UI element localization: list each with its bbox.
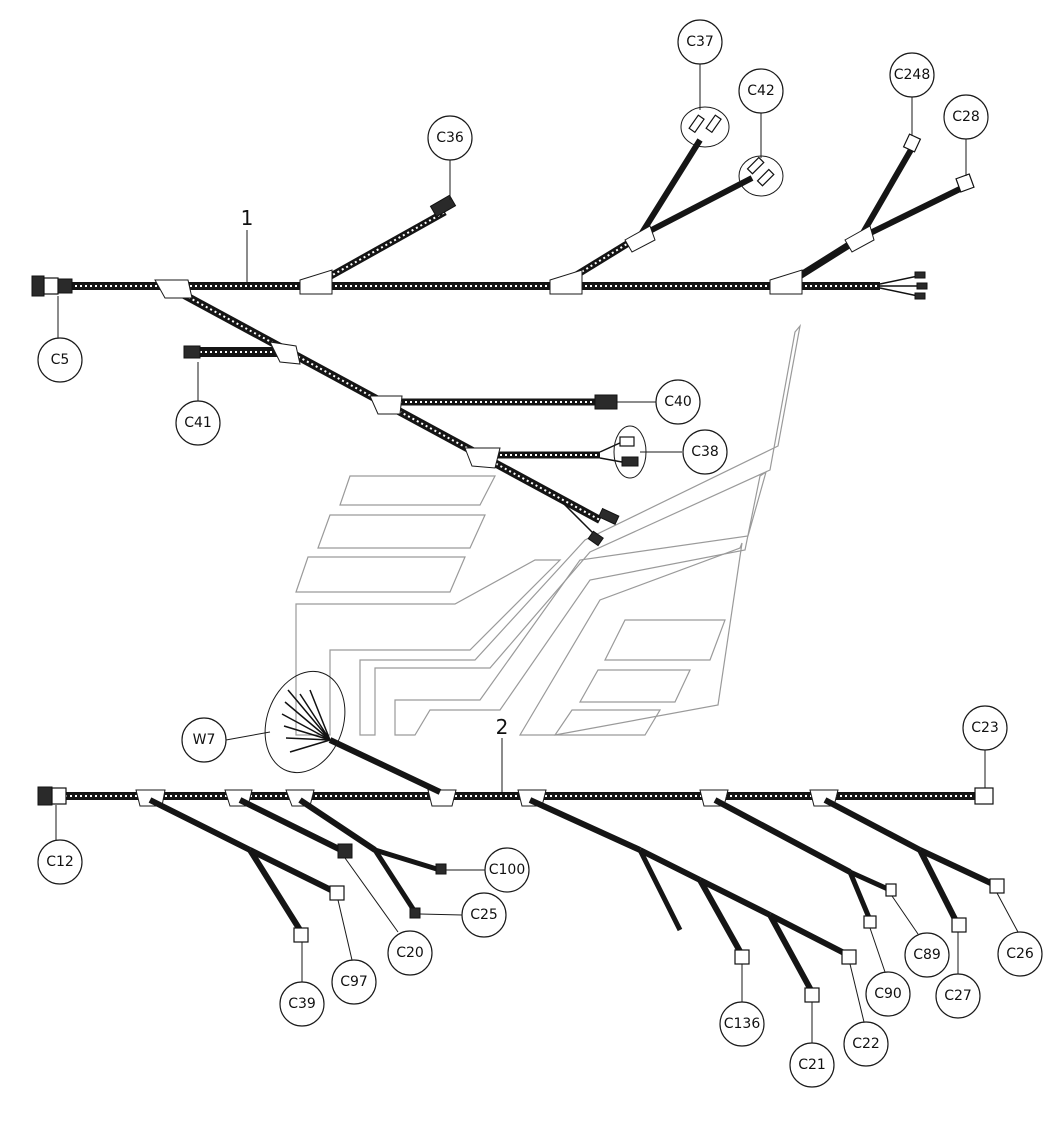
callout-c136[interactable]: C136: [719, 1001, 765, 1047]
callout-c5[interactable]: C5: [37, 337, 83, 383]
connector-c23: [974, 787, 994, 805]
callout-label: C28: [952, 109, 980, 125]
callout-label: C40: [664, 394, 692, 410]
callout-label: C22: [852, 1036, 880, 1052]
callout-c39[interactable]: C39: [279, 981, 325, 1027]
callout-label: C97: [340, 974, 368, 990]
callout-c23[interactable]: C23: [962, 705, 1008, 751]
callout-label: C90: [874, 986, 902, 1002]
harness-1: [31, 106, 975, 547]
connector-c12: [37, 786, 53, 806]
callout-label: C26: [1006, 946, 1034, 962]
callout-c12[interactable]: C12: [37, 839, 83, 885]
callout-c38[interactable]: C38: [682, 429, 728, 475]
connector-w7-bubble: [264, 670, 346, 774]
connector-c136: [734, 949, 750, 965]
callout-c100[interactable]: C100: [484, 847, 530, 893]
connector-c248: [902, 133, 922, 153]
connector-c97: [329, 885, 345, 901]
connector-c39: [293, 927, 309, 943]
callout-c41[interactable]: C41: [175, 400, 221, 446]
connector-c89: [885, 883, 897, 897]
callout-c40[interactable]: C40: [655, 379, 701, 425]
callout-c20[interactable]: C20: [387, 930, 433, 976]
connector-c28: [955, 173, 975, 193]
callout-label: W7: [193, 732, 216, 748]
callout-c89[interactable]: C89: [904, 932, 950, 978]
callout-w7[interactable]: W7: [181, 717, 227, 763]
connector-c21: [804, 987, 820, 1003]
callout-label: C89: [913, 947, 941, 963]
connector-c100: [435, 863, 447, 875]
callout-label: C248: [894, 67, 931, 83]
connector-c27: [951, 917, 967, 933]
callout-label: C20: [396, 945, 424, 961]
item-number-1: 1: [241, 206, 254, 230]
callout-c28[interactable]: C28: [943, 94, 989, 140]
callouts: C5 C36 C37 C42 C248 C28 C41 C40 C38 W7 C…: [37, 19, 1043, 1088]
callout-label: C42: [747, 83, 775, 99]
connector-c5: [31, 275, 45, 297]
connector-c37-bubble: [680, 106, 730, 148]
connector-c22: [841, 949, 857, 965]
callout-c21[interactable]: C21: [789, 1042, 835, 1088]
connector-c25: [409, 907, 421, 919]
callout-label: C23: [971, 720, 999, 736]
callout-c25[interactable]: C25: [461, 892, 507, 938]
connector-c40: [594, 394, 618, 410]
callout-label: C100: [489, 862, 526, 878]
callout-c26[interactable]: C26: [997, 931, 1043, 977]
callout-label: C39: [288, 996, 316, 1012]
callout-label: C21: [798, 1057, 826, 1073]
callout-label: C41: [184, 415, 212, 431]
callout-label: C136: [724, 1016, 761, 1032]
callout-c248[interactable]: C248: [889, 52, 935, 98]
item-number-2: 2: [496, 715, 509, 739]
callout-c37[interactable]: C37: [677, 19, 723, 65]
callout-c36[interactable]: C36: [427, 115, 473, 161]
callout-c42[interactable]: C42: [738, 68, 784, 114]
connector-c90: [863, 915, 877, 929]
callout-c97[interactable]: C97: [331, 959, 377, 1005]
callout-label: C25: [470, 907, 498, 923]
callout-label: C27: [944, 988, 972, 1004]
callout-label: C38: [691, 444, 719, 460]
callout-c90[interactable]: C90: [865, 971, 911, 1017]
connector-c26: [989, 878, 1005, 894]
callout-label: C12: [46, 854, 74, 870]
callout-label: C5: [51, 352, 70, 368]
leader-lines: [55, 62, 1019, 1043]
callout-label: C37: [686, 34, 714, 50]
callout-c22[interactable]: C22: [843, 1021, 889, 1067]
callout-label: C36: [436, 130, 464, 146]
connector-c36: [429, 194, 457, 218]
watermark-logo: [295, 323, 802, 736]
connector-c41: [183, 345, 201, 359]
callout-c27[interactable]: C27: [935, 973, 981, 1019]
harness-2: [37, 670, 1005, 1003]
connector-c20: [337, 843, 353, 859]
